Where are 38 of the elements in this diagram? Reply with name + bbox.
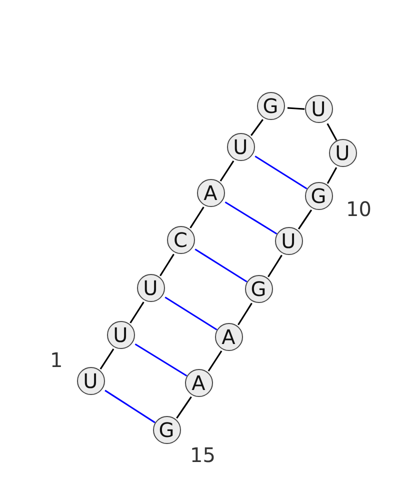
nucleotide-circle: U xyxy=(106,320,134,348)
backbone-line xyxy=(130,302,144,324)
backbone-line xyxy=(268,254,282,278)
backbone-line xyxy=(250,119,264,136)
nucleotide-circle: U xyxy=(304,94,332,122)
base-pair-line xyxy=(164,296,218,330)
base-pair-line xyxy=(134,343,188,377)
backbone-line xyxy=(238,302,252,326)
backbone-line xyxy=(100,348,114,370)
nucleotide-circle: A xyxy=(196,178,224,206)
backbone-line xyxy=(176,396,192,419)
nucleotide-circle: U xyxy=(328,138,356,166)
base-pair-line xyxy=(254,156,308,190)
nucleotide-circle: U xyxy=(136,274,164,302)
base-pair-line xyxy=(224,201,278,235)
backbone-line xyxy=(160,254,174,276)
nucleotide-circle: C xyxy=(166,226,194,254)
nucleotide-circle: G xyxy=(244,274,272,302)
nucleotide-circle: G xyxy=(304,182,332,210)
base-pair-line xyxy=(104,390,156,424)
backbone-line xyxy=(208,350,222,372)
backbone-line xyxy=(326,123,338,141)
nucleotide-circle: G xyxy=(152,416,180,444)
position-number: 10 xyxy=(346,197,372,221)
base-pair-line xyxy=(194,248,248,282)
nucleotide-circle: U xyxy=(274,226,302,254)
nucleotide-circle: U xyxy=(226,132,254,160)
nucleotide-circle: U xyxy=(76,366,104,394)
backbone-line xyxy=(298,209,312,230)
backbone-line xyxy=(287,107,305,110)
nucleotide-circle: G xyxy=(256,92,284,120)
backbone-line xyxy=(220,160,234,182)
position-number: 1 xyxy=(50,348,63,372)
nucleotide-circle: A xyxy=(214,322,242,350)
backbone-line xyxy=(190,206,204,228)
backbone-line xyxy=(326,167,338,184)
nucleotide-circle: A xyxy=(184,368,212,396)
position-number: 15 xyxy=(190,443,216,467)
